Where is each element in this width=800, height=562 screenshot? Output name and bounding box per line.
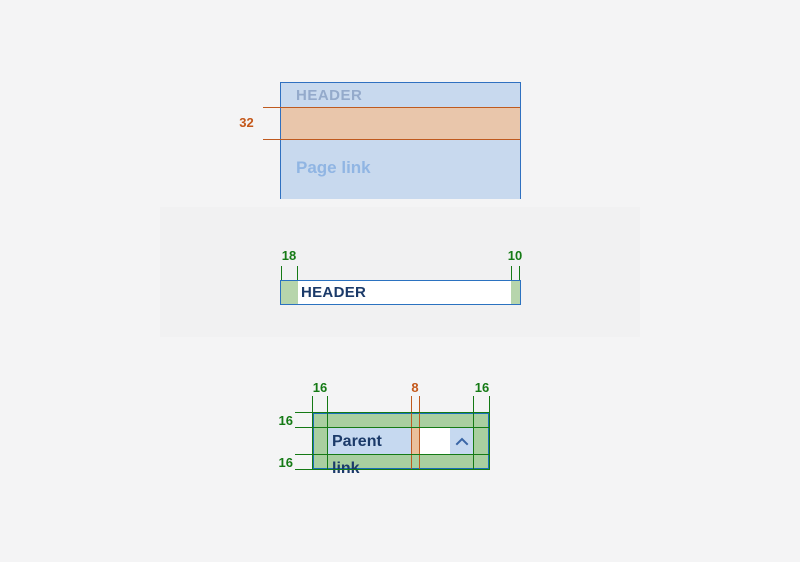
right-padding-tick-outer [519, 266, 520, 280]
parent-link-label: Parent link [332, 433, 382, 477]
collapse-button-mock [450, 428, 474, 455]
bottom-padding-measure-value: 16 [278, 455, 293, 470]
left-padding-tick-outer [281, 266, 282, 280]
header-bar-mock: HEADER [280, 280, 521, 305]
bottom-right-padding-measure-value: 16 [474, 380, 490, 395]
gap-left-measure-line [411, 396, 412, 470]
gap-right-measure-line [419, 396, 420, 470]
left-padding-measure-value: 18 [281, 248, 297, 263]
bottom-inner-measure-line [295, 454, 490, 455]
header-menu-mock [280, 82, 521, 199]
right-outer-measure-line [489, 396, 490, 470]
top-outer-measure-line [295, 412, 490, 413]
top-inner-measure-line [295, 427, 490, 428]
icon-gap-measure-value: 8 [411, 380, 419, 395]
left-outer-measure-line [312, 396, 313, 470]
middle-section-background [160, 207, 640, 337]
right-padding-highlight [511, 281, 520, 304]
parent-link-text-highlight: Parent link [328, 428, 412, 477]
header-mock-label: HEADER [296, 87, 363, 104]
left-padding-highlight [281, 281, 298, 304]
right-padding-tick-inner [511, 266, 512, 280]
right-inner-measure-line [473, 396, 474, 470]
bottom-left-padding-measure-value: 16 [312, 380, 328, 395]
gap-top-measure-line [263, 107, 520, 108]
left-padding-tick-inner [297, 266, 298, 280]
right-padding-measure-value: 10 [507, 248, 523, 263]
bottom-outer-measure-line [295, 469, 490, 470]
chevron-up-icon [455, 437, 469, 446]
vertical-gap-highlight [281, 108, 520, 139]
left-inner-measure-line [327, 396, 328, 470]
gap-measure-value: 32 [239, 115, 254, 130]
gap-bottom-measure-line [263, 139, 520, 140]
top-padding-measure-value: 16 [278, 413, 293, 428]
page-link-mock: Page link [296, 158, 371, 177]
icon-gap-highlight [412, 428, 420, 455]
header-bar-label: HEADER [301, 284, 367, 301]
